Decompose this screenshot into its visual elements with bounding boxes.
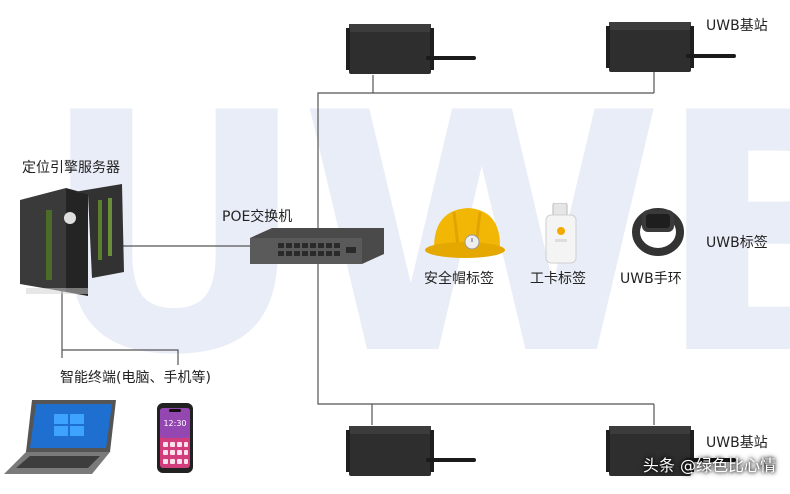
work-card-tag <box>543 202 583 265</box>
switch-label: POE交换机 <box>222 209 293 225</box>
uwb-wristband <box>632 206 684 256</box>
base-station-label-top: UWB基站 <box>706 18 768 34</box>
smartphone: 12:30 <box>156 402 194 474</box>
terminal-branch-line <box>62 349 179 365</box>
wristband-label: UWB手环 <box>620 271 682 287</box>
helmet-tag-label: 安全帽标签 <box>424 271 494 287</box>
safety-helmet-tag <box>424 204 506 262</box>
uplink-line-top <box>317 92 654 246</box>
terminals-label: 智能终端(电脑、手机等) <box>60 370 211 386</box>
uplink-line-bottom <box>317 262 654 405</box>
uwb-tags-label: UWB标签 <box>706 235 768 251</box>
poe-switch <box>250 226 386 266</box>
card-tag-label: 工卡标签 <box>530 271 586 287</box>
base-station-label-bottom: UWB基站 <box>706 435 768 451</box>
author-credit: 头条 @绿色比心情 <box>642 456 776 475</box>
phone-clock: 12:30 <box>163 419 186 428</box>
uwb-watermark: UWB <box>40 43 790 427</box>
server-rack <box>18 180 126 298</box>
uwb-base-station-bottom-left <box>346 420 476 482</box>
laptop <box>4 398 118 476</box>
uwb-base-station-bottom-right <box>606 420 736 482</box>
uwb-base-station-top-right <box>606 16 736 78</box>
uwb-base-station-top-left <box>346 18 476 80</box>
server-label: 定位引擎服务器 <box>22 160 120 176</box>
